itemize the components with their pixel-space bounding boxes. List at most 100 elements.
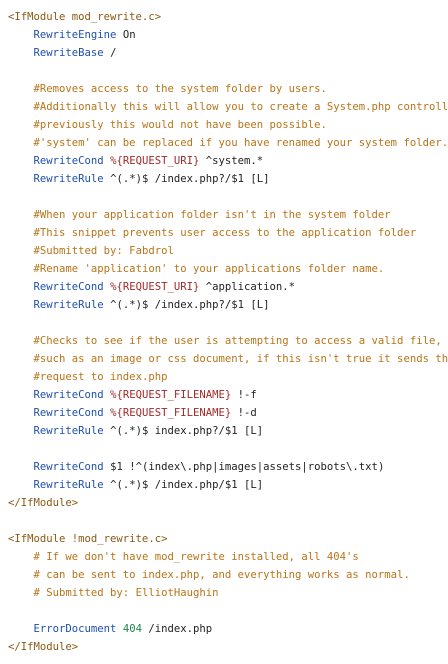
code-text: ^(.*)$ /index.php?/$1 [L]: [103, 299, 270, 311]
code-line: [8, 512, 448, 530]
code-text: !-f: [231, 389, 257, 401]
code-directive: RewriteCond: [33, 461, 104, 473]
code-line: RewriteCond %{REQUEST_FILENAME} !-d: [8, 404, 448, 422]
code-variable: %{REQUEST_FILENAME}: [110, 407, 232, 419]
code-tag: <IfModule !mod_rewrite.c>: [8, 533, 168, 545]
code-text: [8, 551, 34, 563]
code-directive: RewriteRule: [33, 425, 104, 437]
code-line: # can be sent to index.php, and everythi…: [8, 566, 448, 584]
code-line: #Rename 'application' to your applicatio…: [8, 260, 448, 278]
code-line: # Submitted by: ElliotHaughin: [8, 584, 448, 602]
code-line: # If we don't have mod_rewrite installed…: [8, 548, 448, 566]
code-text: [8, 335, 34, 347]
code-line: #When your application folder isn't in t…: [8, 206, 448, 224]
code-line: [8, 440, 448, 458]
code-comment: # Submitted by: ElliotHaughin: [33, 587, 219, 599]
code-text: ^application.*: [199, 281, 296, 293]
code-line: #Checks to see if the user is attempting…: [8, 332, 448, 350]
code-line: #'system' can be replaced if you have re…: [8, 134, 448, 152]
code-line: <IfModule mod_rewrite.c>: [8, 8, 448, 26]
code-text: [8, 47, 34, 59]
code-line: #This snippet prevents user access to th…: [8, 224, 448, 242]
code-text: ^(.*)$ /index.php?/$1 [L]: [103, 173, 270, 185]
code-text: [8, 101, 34, 113]
code-comment: #such as an image or css document, if th…: [33, 353, 448, 365]
code-text: [8, 479, 34, 491]
code-tag: <IfModule mod_rewrite.c>: [8, 11, 162, 23]
code-comment: #Submitted by: Fabdrol: [33, 245, 174, 257]
code-text: [8, 119, 34, 131]
code-directive: ErrorDocument: [33, 623, 117, 635]
code-text: [8, 299, 34, 311]
code-text: ^system.*: [199, 155, 264, 167]
code-line: </IfModule>: [8, 638, 448, 656]
code-line: </IfModule>: [8, 494, 448, 512]
code-line: RewriteCond %{REQUEST_URI} ^system.*: [8, 152, 448, 170]
code-comment: #Additionally this will allow you to cre…: [33, 101, 448, 113]
code-line: RewriteCond $1 !^(index\.php|images|asse…: [8, 458, 448, 476]
code-directive: RewriteCond: [33, 389, 104, 401]
code-comment: #When your application folder isn't in t…: [33, 209, 391, 221]
code-line: [8, 602, 448, 620]
code-comment: # If we don't have mod_rewrite installed…: [33, 551, 359, 563]
code-line: [8, 62, 448, 80]
code-line: [8, 314, 448, 332]
code-directive: RewriteRule: [33, 173, 104, 185]
code-tag: </IfModule>: [8, 641, 79, 653]
code-tag: </IfModule>: [8, 497, 79, 509]
code-line: [8, 188, 448, 206]
code-text: [8, 245, 34, 257]
code-text: [8, 623, 34, 635]
code-text: !-d: [231, 407, 257, 419]
code-line: #request to index.php: [8, 368, 448, 386]
code-text: [8, 407, 34, 419]
code-directive: RewriteCond: [33, 407, 104, 419]
code-text: On: [116, 29, 136, 41]
code-text: [8, 173, 34, 185]
code-text: [8, 389, 34, 401]
code-comment: #'system' can be replaced if you have re…: [33, 137, 448, 149]
code-text: [8, 461, 34, 473]
code-number: 404: [122, 623, 142, 635]
code-line: <IfModule !mod_rewrite.c>: [8, 530, 448, 548]
code-comment: #Removes access to the system folder by …: [33, 83, 327, 95]
code-directive: RewriteCond: [33, 155, 104, 167]
code-comment: #request to index.php: [33, 371, 168, 383]
code-text: [8, 227, 34, 239]
code-line: RewriteCond %{REQUEST_FILENAME} !-f: [8, 386, 448, 404]
code-line: #Submitted by: Fabdrol: [8, 242, 448, 260]
code-text: ^(.*)$ /index.php/$1 [L]: [103, 479, 264, 491]
code-text: [8, 29, 34, 41]
code-line: RewriteRule ^(.*)$ index.php?/$1 [L]: [8, 422, 448, 440]
code-line: ErrorDocument 404 /index.php: [8, 620, 448, 638]
code-line: #previously this would not have been pos…: [8, 116, 448, 134]
code-text: [8, 83, 34, 95]
code-directive: RewriteBase: [33, 47, 104, 59]
code-line: RewriteRule ^(.*)$ /index.php?/$1 [L]: [8, 170, 448, 188]
code-directive: RewriteRule: [33, 299, 104, 311]
code-text: $1 !^(index\.php|images|assets|robots\.t…: [103, 461, 385, 473]
code-line: RewriteEngine On: [8, 26, 448, 44]
code-text: /index.php: [141, 623, 213, 635]
code-line: RewriteBase /: [8, 44, 448, 62]
code-text: [8, 263, 34, 275]
code-comment: #Rename 'application' to your applicatio…: [33, 263, 385, 275]
code-text: [8, 569, 34, 581]
code-text: [8, 425, 34, 437]
code-line: RewriteCond %{REQUEST_URI} ^application.…: [8, 278, 448, 296]
code-variable: %{REQUEST_URI}: [110, 281, 200, 293]
code-line: #such as an image or css document, if th…: [8, 350, 448, 368]
code-text: [8, 587, 34, 599]
code-variable: %{REQUEST_URI}: [110, 155, 200, 167]
code-text: [8, 281, 34, 293]
code-text: [8, 209, 34, 221]
code-text: [8, 155, 34, 167]
code-text: [8, 371, 34, 383]
code-text: ^(.*)$ index.php?/$1 [L]: [103, 425, 264, 437]
code-directive: RewriteRule: [33, 479, 104, 491]
code-variable: %{REQUEST_FILENAME}: [110, 389, 232, 401]
code-line: RewriteRule ^(.*)$ /index.php/$1 [L]: [8, 476, 448, 494]
code-comment: #previously this would not have been pos…: [33, 119, 327, 131]
code-directive: RewriteCond: [33, 281, 104, 293]
